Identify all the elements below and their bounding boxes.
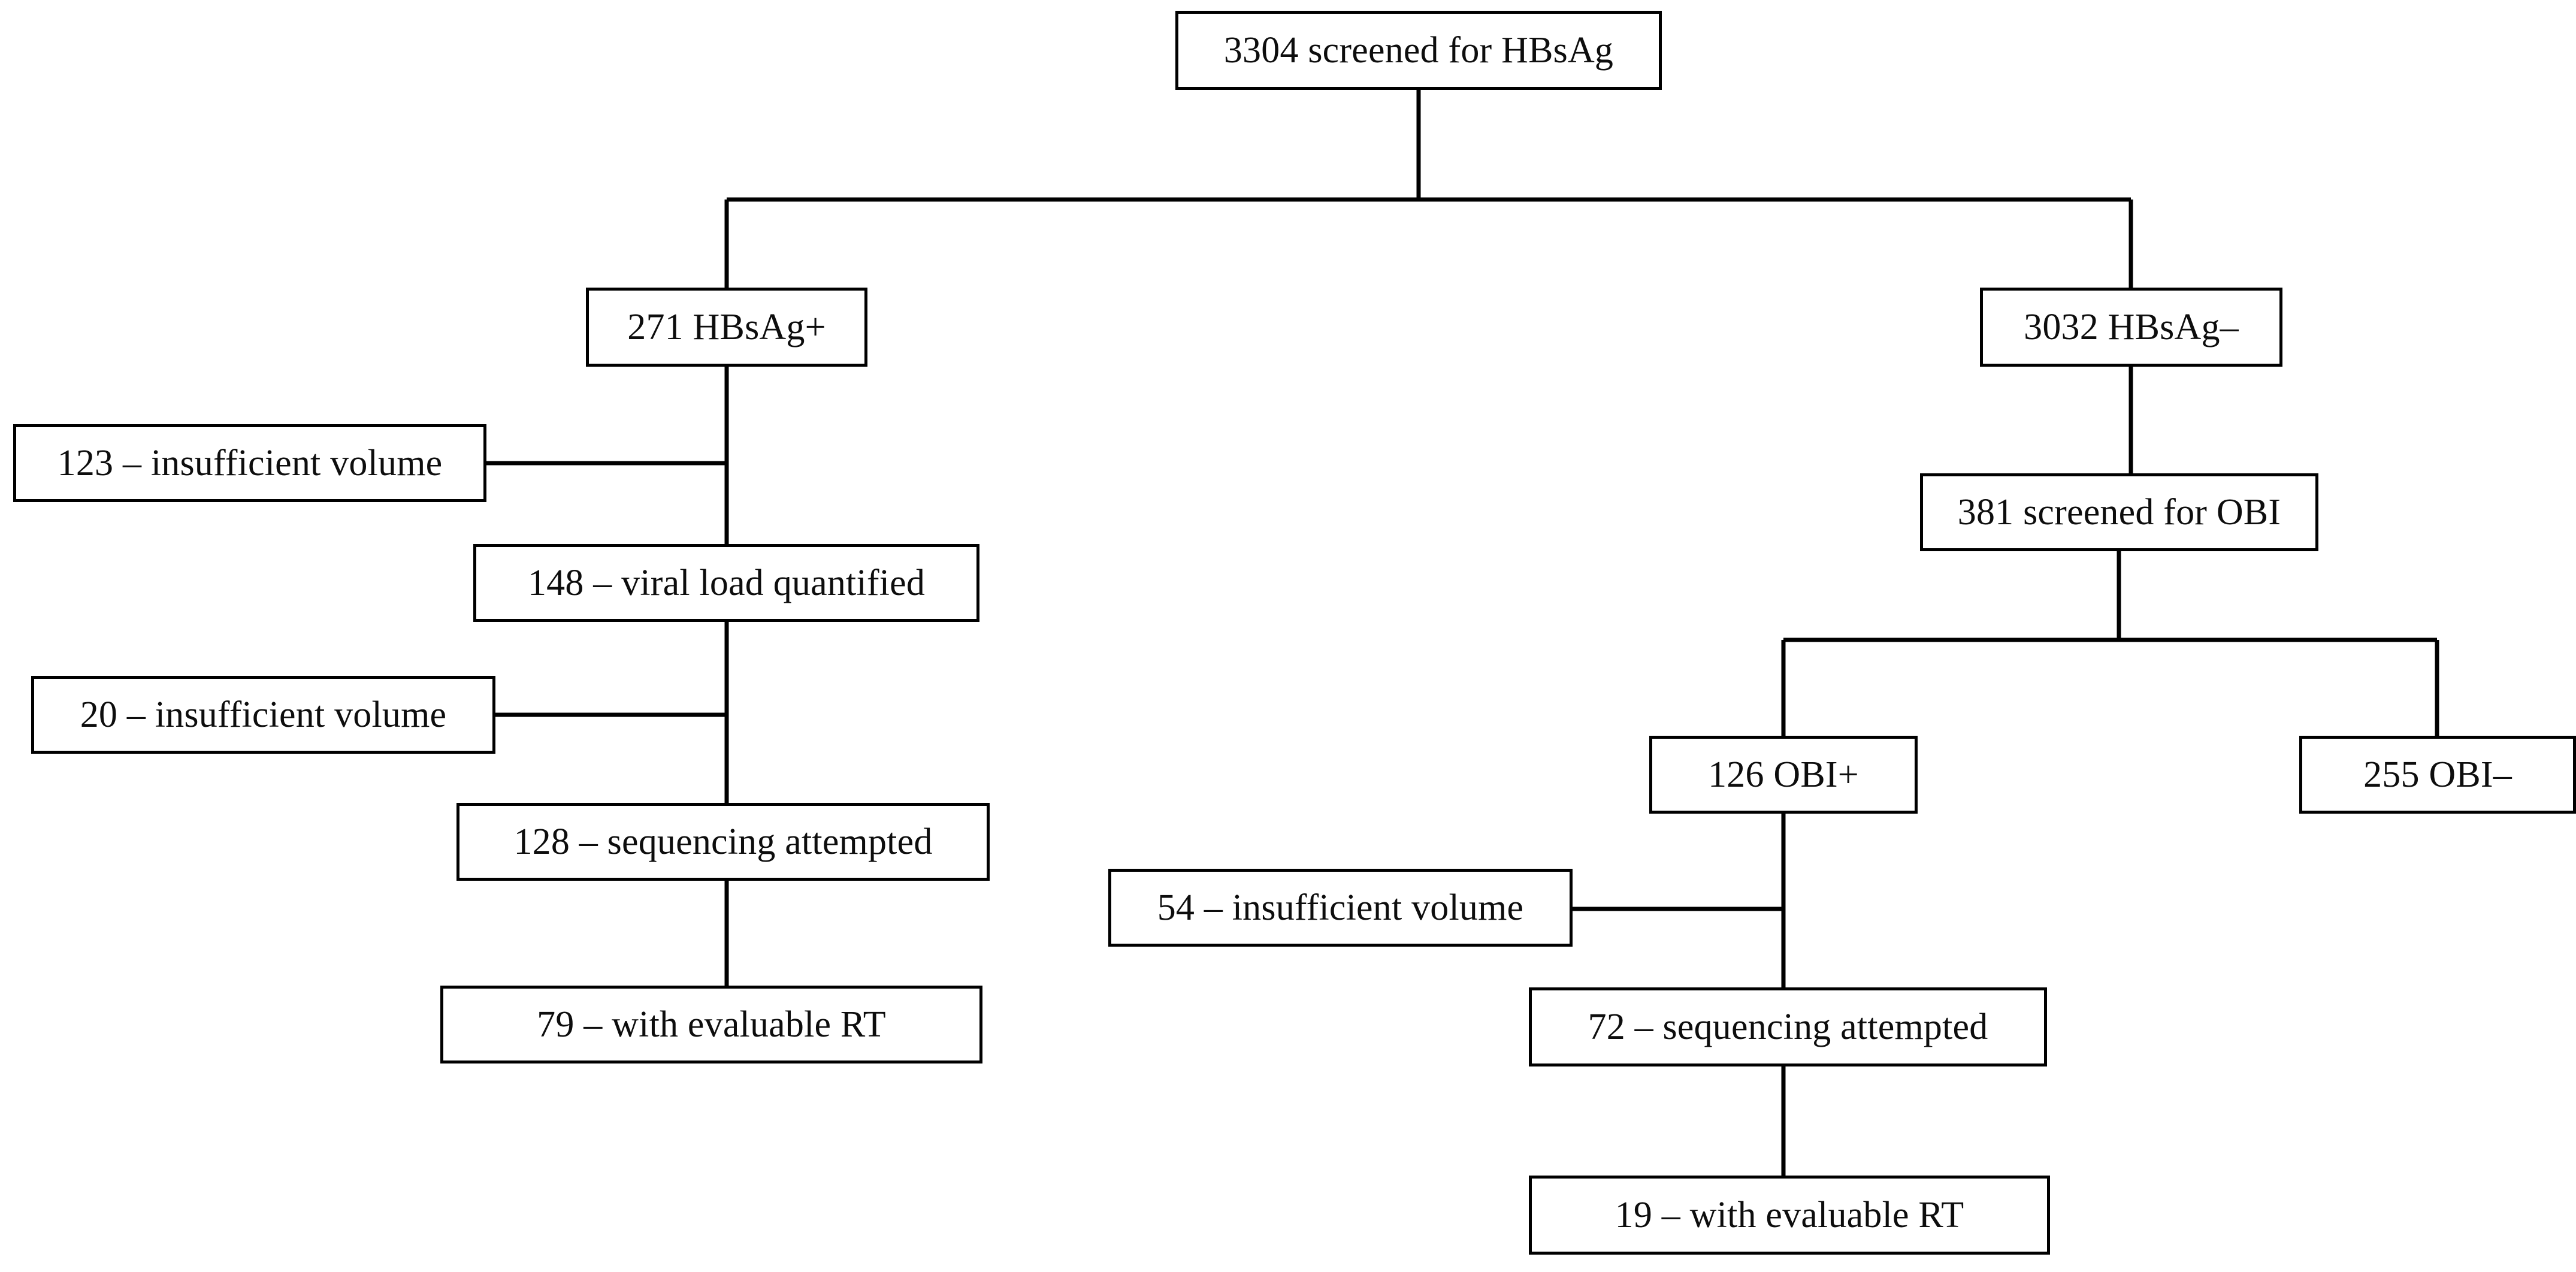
- node-obi-negative[interactable]: 255 OBI–: [2299, 736, 2576, 814]
- node-label-screened-hbsag: 3304 screened for HBsAg: [1223, 29, 1614, 71]
- node-hbsag-sequencing-attempted[interactable]: 128 – sequencing attempted: [456, 803, 990, 881]
- node-label-obi-insufficient: 54 – insufficient volume: [1157, 887, 1524, 928]
- node-hbsag-negative[interactable]: 3032 HBsAg–: [1980, 288, 2282, 367]
- node-hbsag-evaluable-rt[interactable]: 79 – with evaluable RT: [440, 986, 982, 1063]
- node-label-hbsag-sequencing-attempted: 128 – sequencing attempted: [513, 821, 933, 862]
- node-screened-hbsag[interactable]: 3304 screened for HBsAg: [1175, 11, 1662, 90]
- node-label-screened-obi: 381 screened for OBI: [1957, 491, 2281, 533]
- node-label-obi-sequencing-attempted: 72 – sequencing attempted: [1588, 1006, 1988, 1047]
- node-viral-load-insufficient[interactable]: 20 – insufficient volume: [31, 676, 495, 754]
- node-hbsag-pos-insufficient[interactable]: 123 – insufficient volume: [13, 424, 486, 502]
- node-label-hbsag-pos-insufficient: 123 – insufficient volume: [57, 442, 443, 484]
- node-label-hbsag-positive: 271 HBsAg+: [627, 306, 826, 348]
- node-obi-evaluable-rt[interactable]: 19 – with evaluable RT: [1529, 1176, 2050, 1255]
- node-screened-obi[interactable]: 381 screened for OBI: [1920, 473, 2318, 551]
- node-hbsag-positive[interactable]: 271 HBsAg+: [586, 288, 867, 367]
- node-label-obi-evaluable-rt: 19 – with evaluable RT: [1614, 1194, 1964, 1235]
- node-obi-insufficient[interactable]: 54 – insufficient volume: [1108, 869, 1573, 947]
- node-obi-positive[interactable]: 126 OBI+: [1649, 736, 1918, 814]
- node-label-viral-load-quantified: 148 – viral load quantified: [527, 562, 926, 603]
- node-label-viral-load-insufficient: 20 – insufficient volume: [80, 694, 447, 735]
- node-label-hbsag-negative: 3032 HBsAg–: [2024, 306, 2239, 348]
- node-label-obi-positive: 126 OBI+: [1708, 754, 1859, 795]
- node-obi-sequencing-attempted[interactable]: 72 – sequencing attempted: [1529, 987, 2047, 1066]
- node-label-hbsag-evaluable-rt: 79 – with evaluable RT: [537, 1004, 886, 1045]
- node-viral-load-quantified[interactable]: 148 – viral load quantified: [473, 544, 979, 622]
- node-label-obi-negative: 255 OBI–: [2363, 754, 2512, 795]
